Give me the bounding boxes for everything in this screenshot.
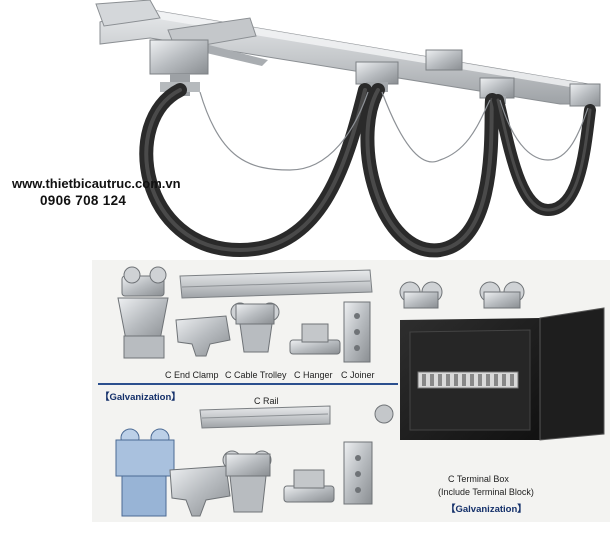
end-clamp-part (117, 266, 169, 359)
label-joiner: C Joiner (341, 370, 375, 380)
label-end-clamp: C End Clamp (165, 370, 219, 380)
hanger-part (289, 323, 341, 355)
cable-trolley-part (230, 302, 280, 353)
label-terminal-box: C Terminal Box (448, 474, 509, 484)
joiner-part (343, 301, 371, 363)
end-clamp-galvanized (115, 428, 175, 517)
cable-trolley-galvanized (222, 450, 272, 513)
label-hanger: C Hanger (294, 370, 333, 380)
label-galvanization-left: 【Galvanization】 (100, 392, 181, 403)
phone-number: 0906 708 124 (40, 193, 127, 208)
flat-cable-loops (139, 83, 596, 258)
label-cable-trolley: C Cable Trolley (225, 370, 287, 380)
rail-part-galvanized (199, 405, 331, 429)
end-clamp-bracket (175, 315, 231, 357)
wire-rope (199, 91, 589, 171)
website-url: www.thietbicautruc.com.vn (12, 176, 181, 191)
festoon-system (95, 0, 601, 258)
joiner-galvanized (343, 441, 373, 505)
label-galvanization-right: 【Galvanization】 (446, 504, 527, 515)
rail-part-top (179, 269, 373, 299)
trolley-5 (569, 83, 601, 107)
rail-end-block (95, 0, 161, 27)
terminal-box (374, 281, 605, 441)
hanger-galvanized (283, 469, 335, 503)
label-terminal-box-note: (Include Terminal Block) (438, 487, 534, 497)
trolley-3 (425, 49, 463, 71)
label-rail: C Rail (254, 396, 279, 406)
